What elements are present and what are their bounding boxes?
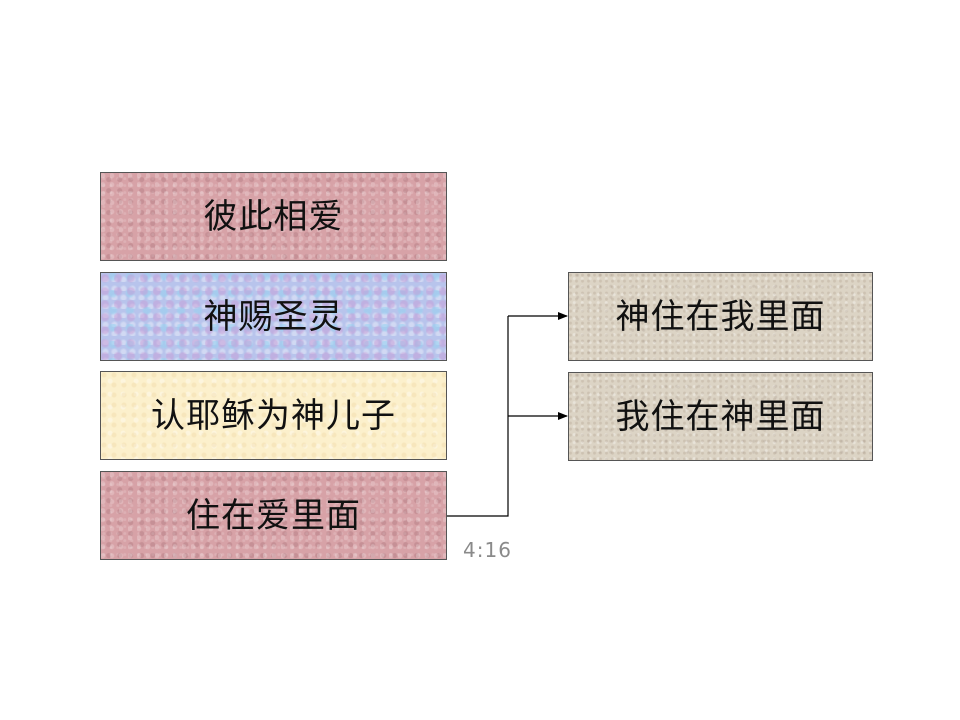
connector-trunk bbox=[447, 316, 509, 517]
box-i-live-in-god: 我住在神里面 bbox=[568, 372, 873, 461]
box-label: 神住在我里面 bbox=[615, 296, 826, 337]
box-god-gives-spirit: 神赐圣灵 bbox=[100, 272, 447, 361]
box-label: 我住在神里面 bbox=[615, 396, 826, 437]
page-number: 4:16 bbox=[463, 538, 512, 562]
box-confess-jesus: 认耶稣为神儿子 bbox=[100, 371, 447, 460]
box-label: 神赐圣灵 bbox=[203, 296, 344, 337]
box-label: 认耶稣为神儿子 bbox=[151, 395, 396, 436]
box-love-one-another: 彼此相爱 bbox=[100, 172, 447, 261]
box-label: 彼此相爱 bbox=[203, 196, 344, 237]
box-label: 住在爱里面 bbox=[186, 495, 361, 536]
box-abide-in-love: 住在爱里面 bbox=[100, 471, 447, 560]
box-god-lives-in-me: 神住在我里面 bbox=[568, 272, 873, 361]
